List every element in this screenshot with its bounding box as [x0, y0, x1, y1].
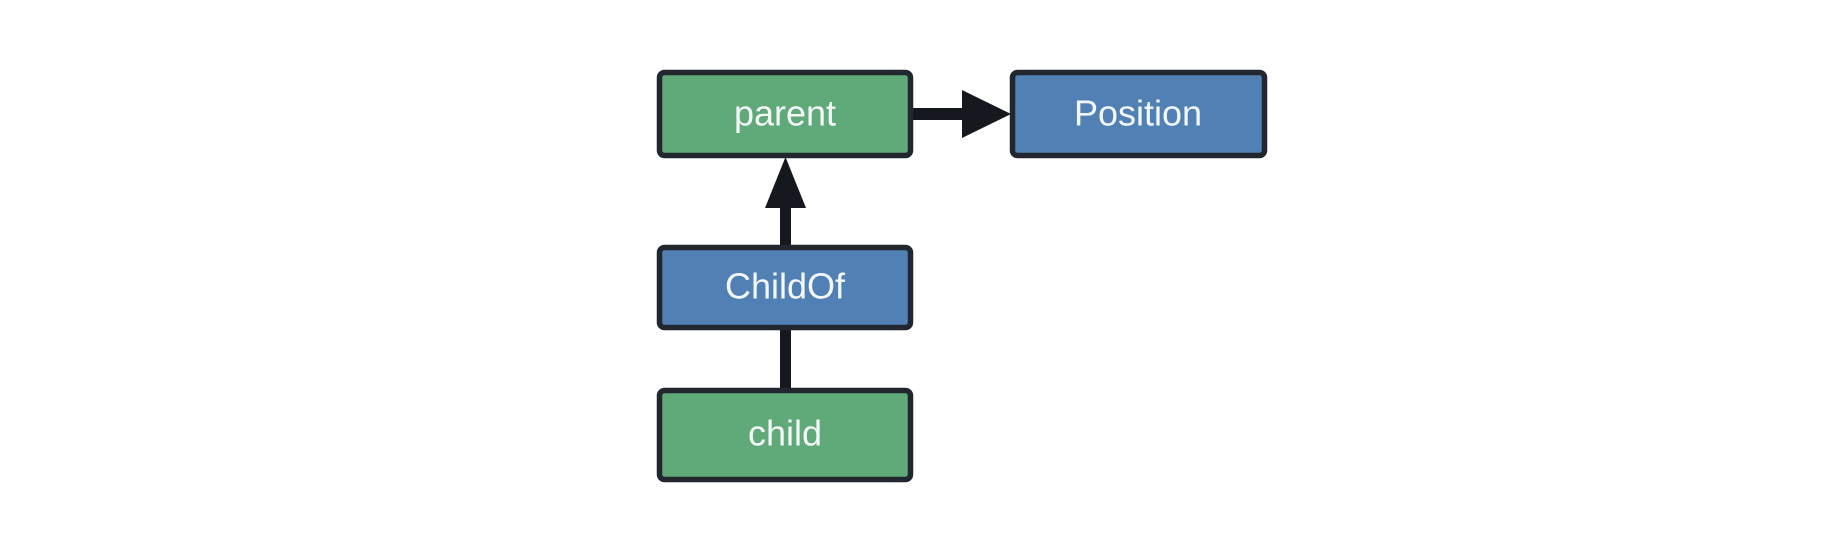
edge-child-to-childof [780, 326, 791, 390]
node-position[interactable]: Position [1009, 69, 1268, 159]
node-position-box[interactable] [1009, 69, 1268, 159]
edge-childof-to-parent-shaft [780, 200, 791, 248]
node-childof-box[interactable] [656, 244, 914, 331]
node-parent-box[interactable] [656, 69, 914, 159]
edge-childof-to-parent [765, 157, 806, 248]
node-childof-label: ChildOf [725, 266, 846, 307]
node-child-label: child [748, 413, 822, 454]
node-child[interactable]: child [656, 387, 914, 483]
node-childof[interactable]: ChildOf [656, 244, 914, 331]
arrowhead-right-icon [962, 90, 1011, 138]
node-position-label: Position [1074, 93, 1202, 134]
edge-parent-to-position [910, 90, 1011, 138]
edge-child-to-childof-shaft [780, 326, 791, 390]
arrowhead-up-icon [765, 157, 806, 208]
node-parent-label: parent [734, 93, 836, 134]
node-child-box[interactable] [656, 387, 914, 483]
edge-parent-to-position-shaft [910, 108, 966, 120]
node-parent[interactable]: parent [656, 69, 914, 159]
